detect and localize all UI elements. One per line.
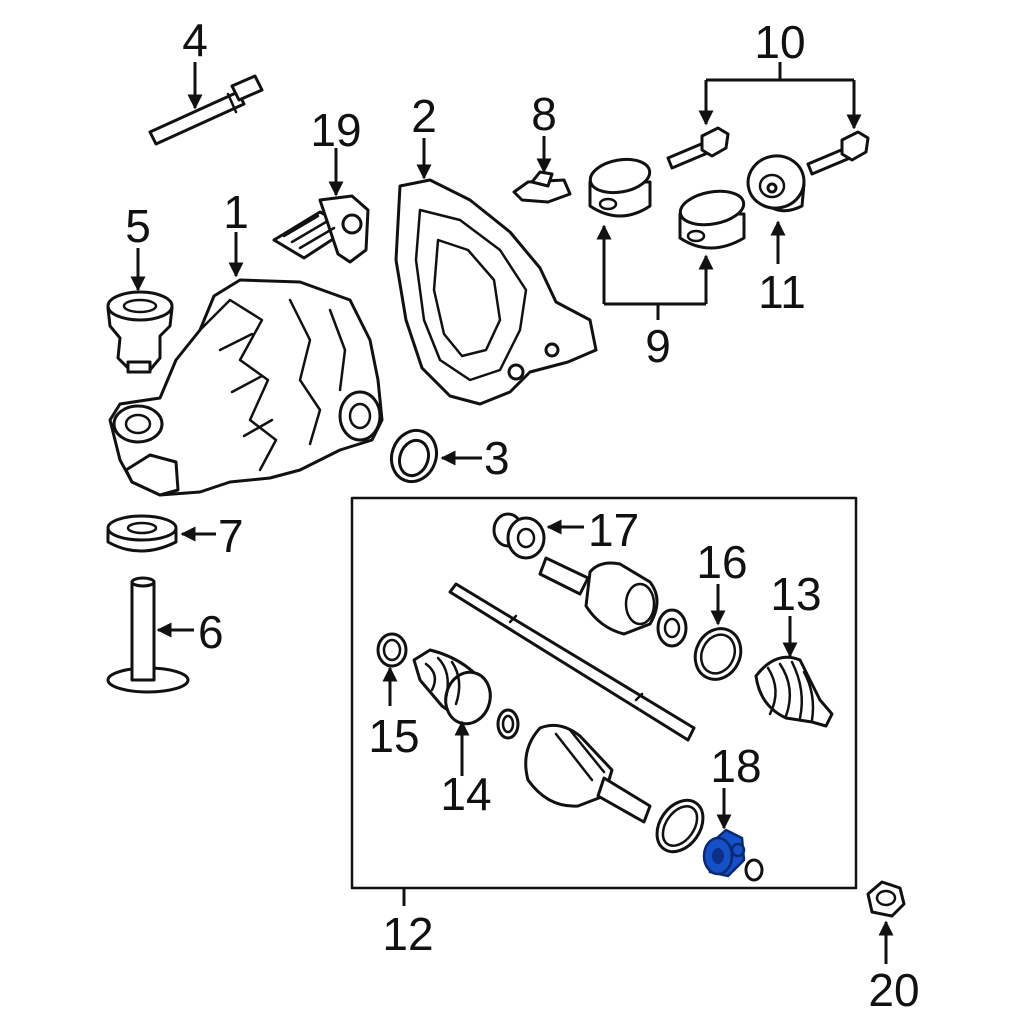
part-12-assembly-frame <box>350 496 858 890</box>
callout-1: 1 <box>223 186 249 238</box>
part-4-stud <box>148 74 264 146</box>
part-7-washer <box>106 514 178 553</box>
callout-4: 4 <box>182 14 208 66</box>
part-18-nut-highlighted <box>702 828 746 878</box>
callout-15: 15 <box>368 710 419 762</box>
part-9-bushings <box>588 157 746 250</box>
outer-snap-ring <box>496 708 520 740</box>
small-o-ring <box>744 858 764 882</box>
callout-7: 7 <box>218 510 244 562</box>
callout-20: 20 <box>868 964 919 1016</box>
callout-19: 19 <box>310 104 361 156</box>
inner-cv-joint <box>538 556 688 648</box>
part-14-boot <box>412 648 492 726</box>
outer-seal-ring <box>655 798 705 854</box>
callout-2: 2 <box>411 90 437 142</box>
callout-11: 11 <box>758 266 806 318</box>
callout-13: 13 <box>770 568 821 620</box>
part-1-differential-housing <box>108 278 384 497</box>
part-2-cover <box>394 178 598 406</box>
part-15-clamp <box>376 632 408 668</box>
callout-12: 12 <box>382 908 433 960</box>
part-16-clamp <box>693 627 743 681</box>
callout-14: 14 <box>440 768 491 820</box>
callout-5: 5 <box>125 200 151 252</box>
part-3-seal <box>389 428 439 484</box>
part-6-stud <box>106 576 190 694</box>
axle-shaft <box>448 582 696 742</box>
callout-17: 17 <box>588 504 639 556</box>
part-11-mount <box>746 154 806 213</box>
part-19-bracket <box>272 194 370 264</box>
part-8-clip <box>512 170 572 204</box>
callout-10: 10 <box>754 16 805 68</box>
callout-6: 6 <box>198 606 224 658</box>
part-20-nut <box>866 880 906 918</box>
callout-8: 8 <box>531 88 557 140</box>
callout-3: 3 <box>484 432 510 484</box>
part-5-bushing <box>106 290 174 374</box>
callout-9: 9 <box>645 320 671 372</box>
outer-cv-joint <box>524 723 652 824</box>
part-13-boot <box>754 655 834 728</box>
callout-16: 16 <box>696 536 747 588</box>
part-10-bolts <box>666 126 870 176</box>
part-17-seal <box>492 512 546 560</box>
callout-18: 18 <box>710 740 761 792</box>
